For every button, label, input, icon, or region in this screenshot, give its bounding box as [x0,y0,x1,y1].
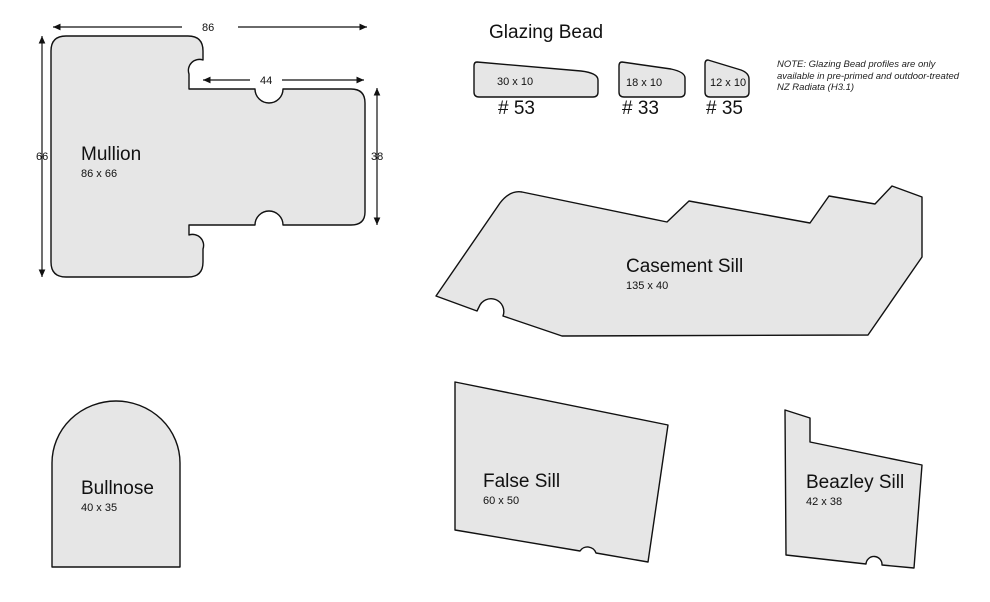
glazing-bead-53-number: # 53 [498,98,535,119]
mullion-height-label: 66 [36,151,48,163]
beazley-sill-size: 42 x 38 [806,496,843,508]
glazing-bead-33-size: 18 x 10 [626,77,662,89]
glazing-bead-35-size: 12 x 10 [710,77,746,89]
mullion-inner-width-label: 44 [260,75,272,87]
false-sill-size: 60 x 50 [483,495,520,507]
false-sill-name: False Sill [483,471,561,492]
mullion-profile [50,35,366,278]
glazing-bead-note: NOTE: Glazing Bead profiles are only ava… [777,59,960,93]
bullnose-size: 40 x 35 [81,502,118,514]
beazley-sill-profile [784,409,923,569]
glazing-bead-title: Glazing Bead [489,22,604,43]
casement-sill-profile [435,185,923,337]
beazley-sill-label: Beazley Sill 42 x 38 [806,472,904,508]
glazing-bead-53-profile [473,61,599,98]
glazing-bead-53-size: 30 x 10 [497,76,533,88]
casement-sill-name: Casement Sill [626,256,744,277]
mullion-size: 86 x 66 [81,168,118,180]
mullion-name: Mullion [81,144,142,165]
false-sill-label: False Sill 60 x 50 [483,471,560,507]
glazing-bead-35-profile [704,59,750,98]
glazing-bead-35-number: # 35 [706,98,743,119]
glazing-bead-33-number: # 33 [622,98,659,119]
beazley-sill-name: Beazley Sill [806,472,905,493]
mullion-inner-height-label: 38 [371,151,383,163]
bullnose-name: Bullnose [81,478,154,499]
casement-sill-label: Casement Sill 135 x 40 [626,256,743,292]
bullnose-profile [51,400,181,568]
mullion-label: Mullion 86 x 66 [81,144,141,180]
glazing-bead-33-profile [618,61,686,98]
casement-sill-size: 135 x 40 [626,280,669,292]
false-sill-profile [454,381,669,563]
mullion-width-label: 86 [202,22,214,34]
bullnose-label: Bullnose 40 x 35 [81,478,154,514]
